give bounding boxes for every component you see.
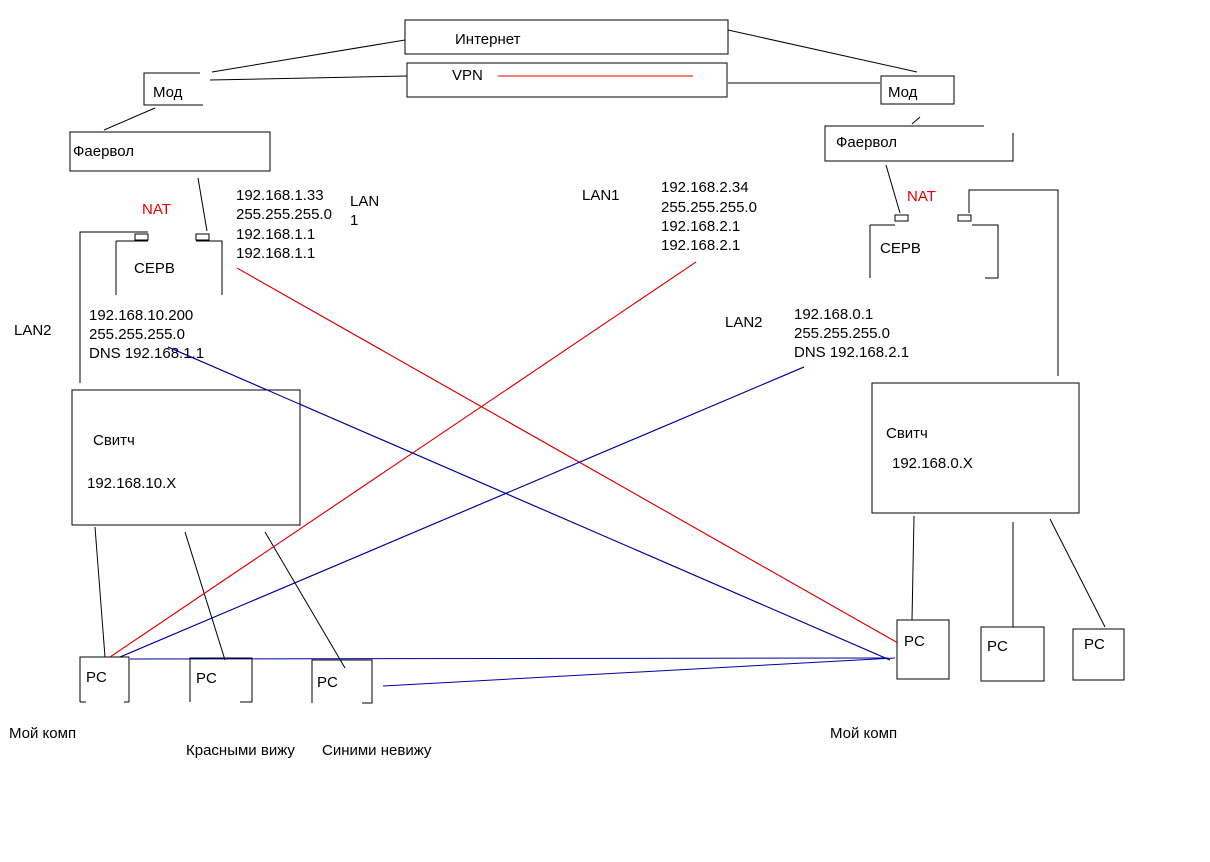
- right-wan-gateway: 192.168.2.1: [661, 218, 740, 235]
- internet-box: [404, 19, 729, 55]
- left-server-label: СЕРВ: [134, 260, 175, 277]
- right-modem-label: Мод: [888, 84, 918, 101]
- legend-blue-label: Синими невижу: [322, 742, 432, 759]
- invisible-link-left-pc3-to-right-pc: [382, 657, 896, 687]
- left-lan1-label-number: 1: [350, 212, 358, 229]
- right-lan2-label: LAN2: [725, 314, 763, 331]
- cable-left-switch-pc3: [264, 531, 346, 669]
- left-lan2-dns: DNS 192.168.1.1: [89, 345, 204, 362]
- right-pc-2-label: PC: [987, 638, 1008, 655]
- left-pc-1: [79, 656, 130, 703]
- right-pc-3: [1072, 628, 1125, 681]
- left-nat-label: NAT: [142, 201, 171, 218]
- right-server-label: СЕРВ: [880, 240, 921, 257]
- left-pc-2: [189, 657, 253, 703]
- left-modem-label: Мод: [153, 84, 183, 101]
- right-lan2-ip: 192.168.0.1: [794, 306, 873, 323]
- left-pc-1-label: PC: [86, 669, 107, 686]
- cable-lines: [79, 29, 1106, 669]
- left-pc-3-label: PC: [317, 674, 338, 691]
- vpn-label: VPN: [452, 67, 483, 84]
- left-modem-box: [143, 72, 203, 106]
- right-pc-1-label: PC: [904, 633, 925, 650]
- legend-red-label: Красными вижу: [186, 742, 295, 759]
- visible-link-overlay-2: [109, 261, 697, 658]
- right-wan-config: 192.168.2.34 255.255.255.0 192.168.2.1 1…: [661, 179, 757, 254]
- left-wan-gateway: 192.168.1.1: [236, 226, 315, 243]
- left-wan-mask: 255.255.255.0: [236, 206, 332, 223]
- right-pc-3-label: PC: [1084, 636, 1105, 653]
- left-lan2-mask: 255.255.255.0: [89, 326, 185, 343]
- right-lan2-mask: 255.255.255.0: [794, 325, 890, 342]
- internet-label: Интернет: [455, 31, 521, 48]
- right-my-pc-label: Мой комп: [830, 725, 897, 742]
- right-modem-box: [880, 75, 955, 105]
- left-network: Мод Фаервол NAT СЕРВ 192.168.1.33 255.25…: [9, 72, 379, 742]
- visible-link-overlay-1: [236, 267, 899, 644]
- left-server-port-wan: [195, 233, 210, 241]
- cross-links-overlay: [109, 261, 899, 661]
- left-server-port-lan: [134, 233, 149, 241]
- right-server-port-wan: [894, 214, 909, 222]
- left-firewall-box: [69, 131, 271, 172]
- right-nat-label: NAT: [907, 188, 936, 205]
- cable-left-switch-pc1: [94, 526, 106, 658]
- invisible-link-left-pc-row-to-right-pc: [129, 657, 889, 660]
- left-server-box: [115, 240, 223, 295]
- left-my-pc-label: Мой комп: [9, 725, 76, 742]
- right-wan-dns: 192.168.2.1: [661, 237, 740, 254]
- left-firewall-label: Фаервол: [73, 143, 134, 160]
- vpn-box: [406, 62, 728, 98]
- left-lan2-ip: 192.168.10.200: [89, 307, 193, 324]
- right-wan-ip: 192.168.2.34: [661, 179, 749, 196]
- right-pc-2: [980, 626, 1045, 682]
- left-pc-2-label: PC: [196, 670, 217, 687]
- right-lan2-dns: DNS 192.168.2.1: [794, 344, 909, 361]
- left-lan2-config: 192.168.10.200 255.255.255.0 DNS 192.168…: [89, 307, 204, 362]
- cable-left-server-switch: [79, 231, 148, 383]
- right-switch-label: Свитч: [886, 425, 928, 442]
- right-network: Мод Фаервол NAT СЕРВ LAN1 192.168.2.34 2…: [582, 75, 1125, 742]
- left-lan1-label: LAN: [350, 193, 379, 210]
- right-lan1-label: LAN1: [582, 187, 620, 204]
- right-firewall-box: [824, 125, 1014, 162]
- left-wan-dns: 192.168.1.1: [236, 245, 315, 262]
- cable-right-server-switch: [968, 189, 1059, 376]
- cable-vpn-left-modem: [209, 75, 408, 81]
- left-switch-subnet: 192.168.10.X: [87, 475, 176, 492]
- right-server-port-lan: [957, 214, 972, 222]
- left-wan-ip: 192.168.1.33: [236, 187, 324, 204]
- right-pc-1: [896, 619, 950, 680]
- right-firewall-label: Фаервол: [836, 134, 897, 151]
- right-switch-box: [871, 382, 1080, 514]
- left-lan2-label: LAN2: [14, 322, 52, 339]
- left-switch-label: Свитч: [93, 432, 135, 449]
- invisible-link-overlay-2: [119, 366, 805, 658]
- cable-right-switch-pc1: [911, 515, 915, 621]
- right-switch-subnet: 192.168.0.X: [892, 455, 973, 472]
- right-wan-mask: 255.255.255.0: [661, 199, 757, 216]
- cable-internet-right-modem: [727, 29, 918, 73]
- left-switch-box: [71, 389, 301, 526]
- cable-left-firewall-server: [197, 177, 208, 232]
- cable-internet-left-modem: [211, 39, 406, 73]
- cable-left-modem-firewall: [103, 107, 156, 131]
- cable-right-firewall-server: [885, 164, 901, 214]
- cable-right-switch-pc3: [1049, 518, 1106, 628]
- cable-right-modem-firewall: [911, 116, 921, 125]
- invisible-link-overlay-1: [167, 346, 891, 661]
- right-server-box: [869, 224, 999, 279]
- cable-left-switch-pc2: [184, 531, 226, 661]
- left-pc-3: [311, 659, 373, 704]
- left-wan-config: 192.168.1.33 255.255.255.0 192.168.1.1 1…: [236, 187, 332, 262]
- right-lan2-config: 192.168.0.1 255.255.255.0 DNS 192.168.2.…: [794, 306, 909, 361]
